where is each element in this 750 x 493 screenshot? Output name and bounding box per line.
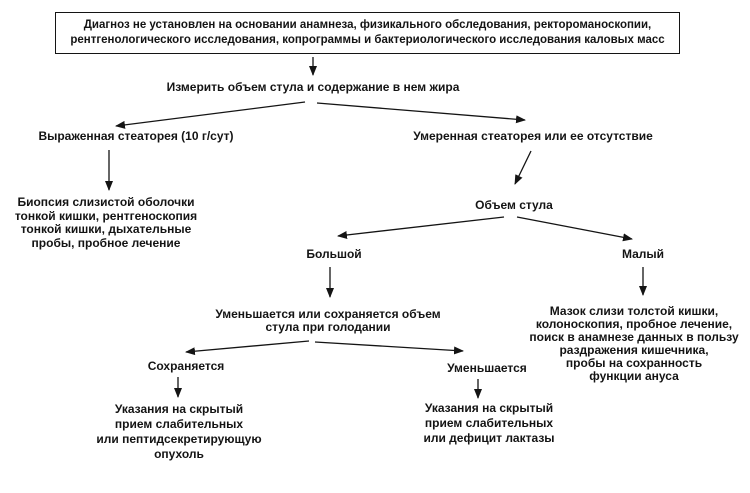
node-marked-steatorrhea: Выраженная стеаторея (10 г/сут) bbox=[38, 129, 234, 143]
node-laxative-lactase-leaf: Указания на скрытый прием слабительных и… bbox=[423, 401, 555, 445]
node-diagnosis-not-established-label: Диагноз не установлен на основании анамн… bbox=[70, 19, 665, 46]
arrow-volume-to-large bbox=[337, 216, 505, 239]
node-large: Большой bbox=[306, 247, 362, 261]
node-measure-stool-volume-fat: Измерить объем стула и содержание в нем … bbox=[166, 80, 460, 94]
arrow-moderate-to-volume bbox=[514, 150, 532, 185]
node-fasting-volume: Уменьшается или сохраняется объем стула … bbox=[215, 307, 441, 334]
node-laxative-tumor-leaf: Указания на скрытый прием слабительных и… bbox=[96, 402, 262, 461]
arrow-measure-to-marked bbox=[115, 101, 306, 129]
arrow-fasting-to-decreases bbox=[314, 341, 464, 355]
node-stool-volume: Объем стула bbox=[475, 198, 553, 212]
node-decreases: Уменьшается bbox=[447, 361, 527, 375]
node-moderate-steatorrhea: Умеренная стеаторея или ее отсутствие bbox=[413, 129, 653, 143]
node-biopsy-leaf: Биопсия слизистой оболочки тонкой кишки,… bbox=[14, 195, 198, 250]
arrow-measure-to-moderate bbox=[316, 102, 526, 124]
node-small: Малый bbox=[621, 247, 665, 261]
node-persists: Сохраняется bbox=[147, 359, 225, 373]
node-mucus-leaf: Мазок слизи толстой кишки, колоноскопия,… bbox=[529, 304, 739, 383]
arrow-fasting-to-persists bbox=[185, 340, 310, 356]
node-diagnosis-not-established: Диагноз не установлен на основании анамн… bbox=[55, 12, 680, 54]
arrow-volume-to-small bbox=[516, 216, 633, 242]
